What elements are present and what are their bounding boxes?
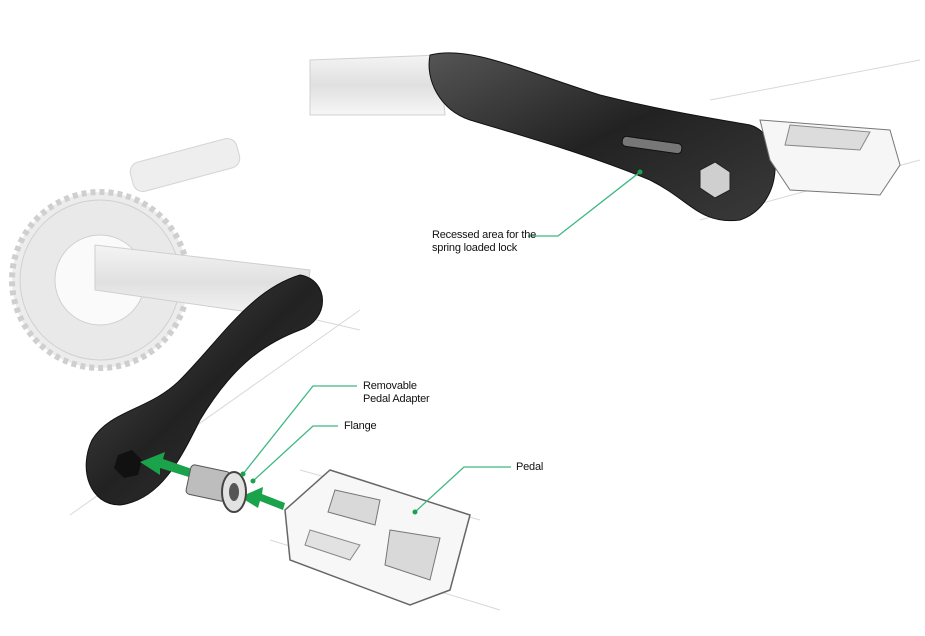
spindle-upper (309, 54, 446, 116)
hex-bolt (699, 161, 731, 199)
pedal-lower (284, 469, 471, 606)
label-recessed-line2: spring loaded lock (432, 242, 518, 254)
label-flange: Flange (344, 420, 377, 432)
insertion-arrows (140, 452, 285, 510)
crank-arm-lower (85, 274, 323, 506)
label-pedal: Pedal (516, 461, 544, 473)
leader-lines (242, 171, 641, 513)
crank-arm-upper (428, 52, 776, 222)
label-adapter-line1: Removable (363, 380, 417, 392)
label-pedal-adapter: Removable Pedal Adapter (363, 380, 430, 406)
hex-socket (114, 450, 142, 478)
leader-pedal (414, 466, 511, 513)
label-adapter-line2: Pedal Adapter (363, 393, 430, 405)
label-recessed-line1: Recessed area for the (432, 229, 537, 241)
pedal-upper (759, 119, 901, 196)
label-recessed-area: Recessed area for the spring loaded lock (432, 229, 536, 255)
leader-flange (252, 425, 338, 482)
spring-lock-recess (621, 135, 683, 155)
leader-recessed (528, 171, 641, 237)
leader-dots (240, 169, 643, 515)
leader-adapter (242, 385, 357, 475)
pedal-adapter (185, 464, 247, 513)
